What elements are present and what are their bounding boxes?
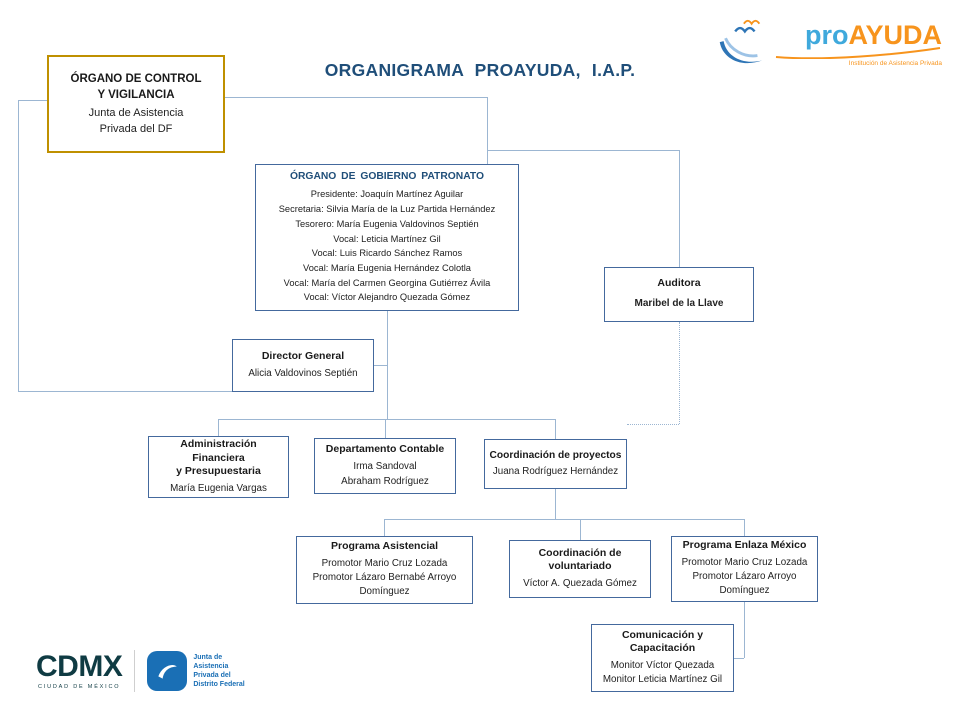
- org-box-auditora: Auditora Maribel de la Llave: [604, 267, 754, 322]
- connector-line: [679, 150, 680, 267]
- hands-birds-icon: [719, 19, 763, 64]
- box-title: Departamento Contable: [325, 442, 445, 455]
- connector-line: [218, 419, 555, 420]
- connector-line: [734, 658, 744, 659]
- org-box-patronato: ÓRGANO DE GOBIERNO PATRONATO Presidente:…: [255, 164, 519, 311]
- junta-text: Junta de Asistencia Privada del Distrito…: [193, 653, 245, 689]
- connector-line-dotted: [627, 424, 679, 425]
- box-body: Víctor A. Quezada Gómez: [523, 578, 637, 590]
- logo-text: proAYUDA: [804, 19, 942, 50]
- logo-pro: pro: [804, 19, 849, 50]
- box-body: Monitor Víctor Quezada Monitor Leticia M…: [602, 659, 723, 686]
- box-body: María Eugenia Vargas: [170, 482, 267, 494]
- page-title: ORGANIGRAMA PROAYUDA, I.A.P.: [324, 60, 636, 80]
- box-body: Promotor Mario Cruz Lozada Promotor Láza…: [681, 557, 808, 597]
- connector-line: [374, 365, 387, 366]
- org-box-director-general: Director General Alicia Valdovinos Septi…: [232, 339, 374, 392]
- junta-bird-icon: [147, 651, 188, 691]
- connector-line: [18, 100, 19, 391]
- logo-swoosh-icon: [775, 46, 941, 59]
- org-box-coordinacion-proyectos: Coordinación de proyectos Juana Rodrígue…: [484, 439, 627, 489]
- logo-wordmark: proAYUDA Institución de Asistencia Priva…: [774, 19, 942, 67]
- box-body: Junta de Asistencia Privada del DF: [88, 107, 184, 135]
- connector-line: [487, 150, 679, 151]
- connector-line: [580, 519, 581, 540]
- connector-line: [18, 100, 47, 101]
- connector-line: [385, 419, 386, 438]
- box-title: Administración Financiera y Presupuestar…: [176, 437, 261, 478]
- connector-line-dotted: [679, 322, 680, 424]
- org-box-administracion-financiera: Administración Financiera y Presupuestar…: [148, 436, 289, 498]
- connector-line: [744, 519, 745, 536]
- box-title: Coordinación de voluntariado: [538, 546, 622, 573]
- box-title: Coordinación de proyectos: [489, 449, 622, 461]
- box-title: Programa Asistencial: [331, 540, 438, 553]
- box-body: Presidente: Joaquín Martínez Aguilar Sec…: [278, 189, 496, 303]
- proayuda-logo: proAYUDA Institución de Asistencia Priva…: [712, 12, 948, 76]
- cdmx-subtitle: CIUDAD DE MÉXICO: [38, 684, 121, 690]
- connector-line: [555, 419, 556, 439]
- box-body: Alicia Valdovinos Septién: [248, 367, 358, 379]
- logo-tagline: Institución de Asistencia Privada: [848, 59, 942, 67]
- org-box-coordinacion-voluntariado: Coordinación de voluntariado Víctor A. Q…: [509, 540, 651, 598]
- footer-logos: CDMX CIUDAD DE MÉXICO Junta de Asistenci…: [36, 650, 245, 692]
- box-title: ÓRGANO DE CONTROL Y VIGILANCIA: [70, 73, 202, 102]
- connector-line: [487, 97, 488, 164]
- connector-line: [387, 311, 388, 419]
- box-body: Promotor Mario Cruz Lozada Promotor Láza…: [312, 558, 457, 598]
- org-box-departamento-contable: Departamento Contable Irma Sandoval Abra…: [314, 438, 456, 494]
- connector-line: [384, 519, 744, 520]
- connector-line: [218, 419, 219, 436]
- connector-line: [384, 519, 385, 536]
- connector-line: [18, 391, 232, 392]
- box-body: Maribel de la Llave: [634, 298, 724, 310]
- junta-logo: Junta de Asistencia Privada del Distrito…: [147, 651, 245, 691]
- box-body: Irma Sandoval Abraham Rodríguez: [341, 461, 429, 488]
- connector-line: [744, 602, 745, 658]
- logo-ayuda: AYUDA: [848, 19, 942, 50]
- cdmx-logo: CDMX CIUDAD DE MÉXICO: [36, 650, 123, 691]
- connector-line: [225, 97, 487, 98]
- box-body: Juana Rodríguez Hernández: [492, 466, 619, 478]
- org-box-control-vigilancia: ÓRGANO DE CONTROL Y VIGILANCIA Junta de …: [47, 55, 225, 153]
- box-title: ÓRGANO DE GOBIERNO PATRONATO: [289, 171, 485, 183]
- box-title: Director General: [261, 350, 345, 363]
- footer-divider: [134, 650, 136, 692]
- org-box-programa-asistencial: Programa Asistencial Promotor Mario Cruz…: [296, 536, 473, 604]
- org-box-programa-enlaza-mexico: Programa Enlaza México Promotor Mario Cr…: [671, 536, 818, 602]
- cdmx-wordmark: CDMX: [36, 650, 123, 683]
- box-title: Comunicación y Capacitación: [621, 628, 704, 655]
- org-box-comunicacion-capacitacion: Comunicación y Capacitación Monitor Víct…: [591, 624, 734, 692]
- box-title: Auditora: [657, 277, 701, 290]
- connector-line: [555, 489, 556, 519]
- box-title: Programa Enlaza México: [682, 539, 807, 552]
